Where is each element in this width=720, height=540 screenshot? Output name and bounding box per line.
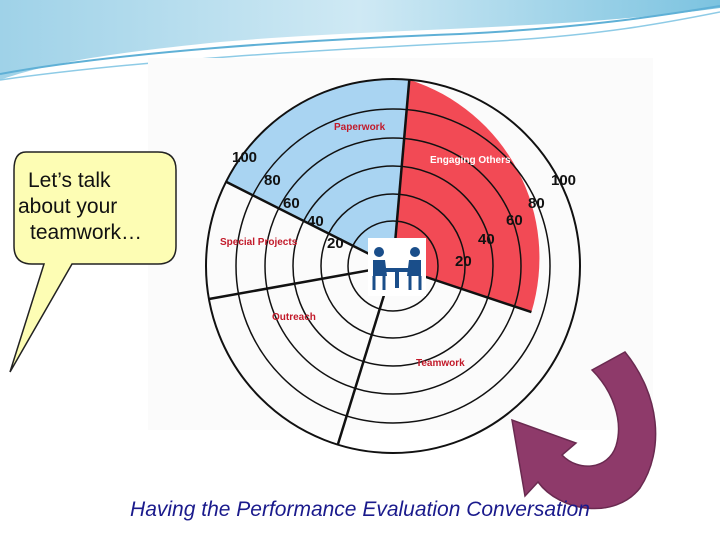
scale-right-80: 80 bbox=[528, 195, 545, 212]
label-outreach: Outreach bbox=[272, 312, 316, 323]
radial-rings bbox=[205, 78, 581, 454]
scale-right-60: 60 bbox=[506, 212, 523, 229]
scale-left-60: 60 bbox=[283, 195, 300, 212]
scale-right-40: 40 bbox=[478, 231, 495, 248]
team-meeting-icon bbox=[368, 238, 426, 296]
bubble-line-2: about your bbox=[18, 195, 118, 218]
scale-right-100: 100 bbox=[551, 172, 576, 189]
bubble-line-3: teamwork… bbox=[30, 221, 143, 244]
bubble-line-1: Let’s talk bbox=[28, 169, 111, 192]
label-teamwork: Teamwork bbox=[416, 358, 465, 369]
speech-bubble-text: Let’s talk about your teamwork… bbox=[16, 168, 176, 246]
speech-bubble bbox=[9, 151, 177, 373]
scale-left-40: 40 bbox=[307, 213, 324, 230]
engaging-others-segment bbox=[393, 79, 540, 313]
curved-arrow-icon bbox=[511, 351, 657, 510]
scale-left-20: 20 bbox=[327, 235, 344, 252]
scale-left-80: 80 bbox=[264, 172, 281, 189]
scale-left-100: 100 bbox=[232, 149, 257, 166]
paperwork-segment bbox=[226, 79, 410, 267]
label-engaging-others: Engaging Others bbox=[430, 155, 511, 166]
header-swoosh-decoration bbox=[0, 0, 720, 81]
slide-title: Having the Performance Evaluation Conver… bbox=[130, 498, 590, 521]
scale-right-20: 20 bbox=[455, 253, 472, 270]
label-paperwork: Paperwork bbox=[334, 122, 386, 133]
label-special-projects: Special Projects bbox=[220, 237, 298, 248]
